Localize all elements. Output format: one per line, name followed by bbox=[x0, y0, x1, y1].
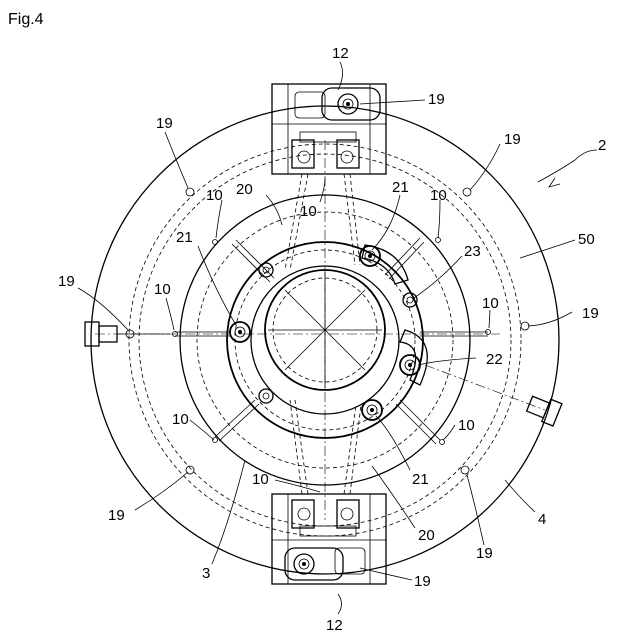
top-clamp-block bbox=[272, 84, 386, 174]
label-19-upper-left: 19 bbox=[156, 115, 173, 132]
label-19-right: 19 bbox=[582, 305, 599, 322]
label-21-left: 21 bbox=[176, 229, 193, 246]
label-19-bottom-right: 19 bbox=[476, 545, 493, 562]
label-20-top: 20 bbox=[236, 181, 253, 198]
label-19-bottom-block: 19 bbox=[414, 573, 431, 590]
hole-19 bbox=[521, 322, 529, 330]
label-4: 4 bbox=[538, 511, 546, 528]
hole-10 bbox=[436, 238, 441, 243]
label-23: 23 bbox=[464, 243, 481, 260]
label-10-right: 10 bbox=[482, 295, 499, 312]
label-10-bottom-left: 10 bbox=[172, 411, 189, 428]
hole-10 bbox=[213, 438, 218, 443]
label-10-bottom-right: 10 bbox=[458, 417, 475, 434]
label-21-top: 21 bbox=[392, 179, 409, 196]
label-3: 3 bbox=[202, 565, 210, 582]
figure-title: Fig.4 bbox=[8, 11, 44, 28]
hole-19 bbox=[186, 188, 194, 196]
label-12-top: 12 bbox=[332, 45, 349, 62]
label-19-bottom-left: 19 bbox=[108, 507, 125, 524]
label-22: 22 bbox=[486, 351, 503, 368]
label-10-bottom-mid: 10 bbox=[252, 471, 269, 488]
label-20-bottom: 20 bbox=[418, 527, 435, 544]
label-2: 2 bbox=[598, 137, 606, 154]
label-10-left: 10 bbox=[154, 281, 171, 298]
label-10-top-left: 10 bbox=[206, 187, 223, 204]
stud-left-bottom bbox=[259, 389, 273, 403]
label-21-bottom: 21 bbox=[412, 471, 429, 488]
label-10-top-right: 10 bbox=[430, 187, 447, 204]
label-19-left: 19 bbox=[58, 273, 75, 290]
label-50: 50 bbox=[578, 231, 595, 248]
hole-10 bbox=[213, 240, 218, 245]
hole-10 bbox=[440, 440, 445, 445]
label-10-top-mid: 10 bbox=[300, 203, 317, 220]
label-12-bottom: 12 bbox=[326, 617, 343, 634]
hole-19 bbox=[463, 188, 471, 196]
reference-labels: 12 19 19 19 2 10 20 10 21 10 21 23 50 19… bbox=[58, 45, 606, 634]
hole-19 bbox=[461, 466, 469, 474]
label-19-top-right: 19 bbox=[428, 91, 445, 108]
label-19-upper-right: 19 bbox=[504, 131, 521, 148]
